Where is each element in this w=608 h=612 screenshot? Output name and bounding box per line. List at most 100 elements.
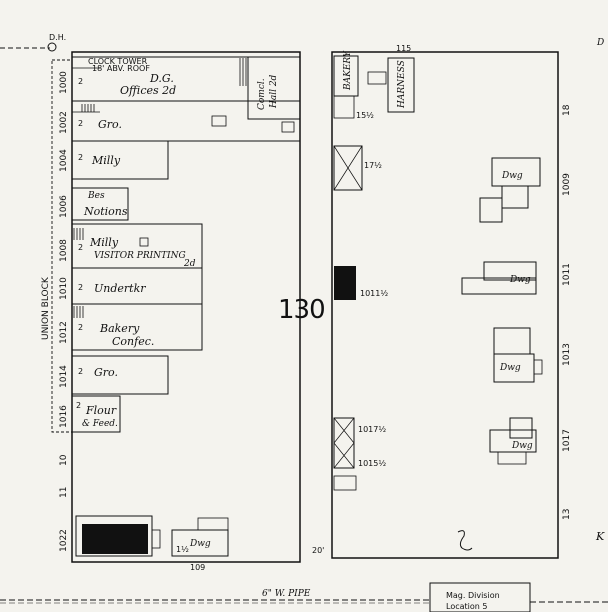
harness-label: HARNESS xyxy=(397,60,407,109)
dwg4-label: Dwg xyxy=(511,441,533,451)
story-mark-9: 1½ xyxy=(176,545,189,554)
addr-mid-1: 1011½ xyxy=(360,289,388,298)
dwelling-4: Dwg xyxy=(489,417,537,465)
pencil-mark xyxy=(457,530,473,551)
flour-label: Flour xyxy=(85,404,117,417)
building-shed-east-bottom xyxy=(333,475,357,491)
east-block-outline xyxy=(331,51,559,559)
solid-fill-block xyxy=(82,524,148,554)
fire-hydrant-icon xyxy=(47,42,57,52)
clock-tower-label-2: 18' ABV. ROOF xyxy=(92,64,150,73)
addr-west-9: 10 xyxy=(59,454,69,466)
building-undertaker: 2 Undertkr xyxy=(71,267,203,305)
addr-east-2: 1011 xyxy=(562,263,572,286)
measure-label: 20' xyxy=(312,546,324,555)
dg-label: D.G. xyxy=(149,72,174,85)
addr-west-8: 1016 xyxy=(59,405,69,428)
building-bakery-east: BAKERY xyxy=(333,50,359,119)
addr-mid-2: 1017½ xyxy=(358,425,386,434)
pipe-label: 6" W. PIPE xyxy=(262,589,311,599)
building-harness: HARNESS xyxy=(387,57,415,113)
building-milly: 2 Milly xyxy=(71,140,169,180)
stair-hatch-4 xyxy=(73,306,84,318)
stair-hatch-2 xyxy=(81,104,95,112)
building-comcl-hall: Comcl. Hall 2d xyxy=(247,56,301,133)
solid-east-fill xyxy=(334,266,356,300)
addr-east-4: 1017 xyxy=(562,429,572,452)
stair-hatch-3 xyxy=(73,228,84,240)
addr-west-4: 1008 xyxy=(59,239,69,262)
addr-east-3: 1013 xyxy=(562,343,572,366)
addr-east-5: 13 xyxy=(562,509,572,520)
stair-hatch-1 xyxy=(239,58,247,86)
building-dg-offices: CLOCK TOWER 18' ABV. ROOF D.G. Offices 2… xyxy=(71,56,249,102)
addr-west-5: 1010 xyxy=(59,277,69,300)
building-solid-brick xyxy=(75,515,161,557)
dwelling-3: Dwg xyxy=(493,327,543,383)
undertkr-label: Undertkr xyxy=(94,282,146,295)
story-mark-6: 2 xyxy=(78,323,83,332)
addr-west-0: 1000 xyxy=(59,71,69,94)
addr-east-1: 1009 xyxy=(562,173,572,196)
addr-mid-3: 1015½ xyxy=(358,459,386,468)
legend-line-1: Mag. Division xyxy=(446,591,500,600)
visitor-label: VISITOR PRINTING xyxy=(94,251,186,261)
addr-mid-0: 17½ xyxy=(364,161,382,170)
building-shed-x-2 xyxy=(333,417,355,469)
gro2-label: Gro. xyxy=(94,366,118,379)
clock-tower-label: CLOCK TOWER xyxy=(88,57,148,66)
story-mark-1: 2 xyxy=(78,77,83,86)
addr-bottom: 109 xyxy=(190,563,205,572)
story-mark-3: 2 xyxy=(78,153,83,162)
building-notions: Bes Notions xyxy=(71,187,129,221)
addr-mid-4: 15½ xyxy=(356,111,374,120)
dwg2-label: Dwg xyxy=(509,275,531,285)
building-gro-2: 2 Gro. xyxy=(71,355,169,395)
gro-label: Gro. xyxy=(98,118,122,131)
visitor2-label: 2d xyxy=(183,259,196,269)
dwg3-label: Dwg xyxy=(499,363,521,373)
block-number: 130 xyxy=(278,295,325,325)
building-bakery-confec: 2 Bakery Confec. xyxy=(71,303,203,351)
feed-label: & Feed. xyxy=(82,419,118,429)
addr-west-3: 1006 xyxy=(59,195,69,218)
addr-west-6: 1012 xyxy=(59,321,69,344)
addr-top: 115 xyxy=(396,44,411,53)
story-mark-8: 2 xyxy=(76,401,81,410)
bakery-east-label: BAKERY xyxy=(343,50,353,91)
comcl-label: Comcl. xyxy=(257,78,267,110)
hall-label: Hall 2d xyxy=(269,74,279,109)
addr-west-1: 1002 xyxy=(59,111,69,134)
building-flour-feed: 2 Flour & Feed. xyxy=(71,395,121,433)
addr-east-0: 18 xyxy=(562,104,572,116)
dwg1-label: Dwg xyxy=(501,171,523,181)
confec-label: Confec. xyxy=(112,335,154,348)
addr-west-10: 11 xyxy=(59,487,69,498)
story-mark-7: 2 xyxy=(78,367,83,376)
notions-label: Notions xyxy=(83,205,128,218)
building-gro: 2 Gro. xyxy=(71,100,301,142)
bakery-label: Bakery xyxy=(99,322,140,335)
addr-west-2: 1004 xyxy=(59,149,69,172)
addr-west-7: 1014 xyxy=(59,365,69,388)
offices-label: Offices 2d xyxy=(120,84,176,97)
story-mark-4: 2 xyxy=(78,243,83,252)
building-small-shed xyxy=(367,71,387,85)
addr-west-11: 1022 xyxy=(59,529,69,552)
building-dwg-bottom: Dwg 1½ xyxy=(171,517,229,557)
story-mark-5: 2 xyxy=(78,283,83,292)
milly-label: Milly xyxy=(91,154,121,167)
union-block-label: UNION BLOCK xyxy=(41,276,51,340)
building-solid-east xyxy=(334,266,356,300)
dwg-bottom-label: Dwg xyxy=(189,539,211,549)
story-mark-2: 2 xyxy=(78,119,83,128)
milly2-label: Milly xyxy=(89,236,119,249)
legend-line-2: Location 5 xyxy=(446,602,487,611)
bes-label: Bes xyxy=(87,191,105,201)
dh-label: D.H. xyxy=(49,33,66,42)
dwelling-2: Dwg xyxy=(461,261,537,295)
building-shed-x-1 xyxy=(333,145,363,191)
legend-box: Mag. Division Location 5 xyxy=(429,582,531,612)
building-visitor-printing: 2 Milly VISITOR PRINTING 2d xyxy=(71,223,203,269)
